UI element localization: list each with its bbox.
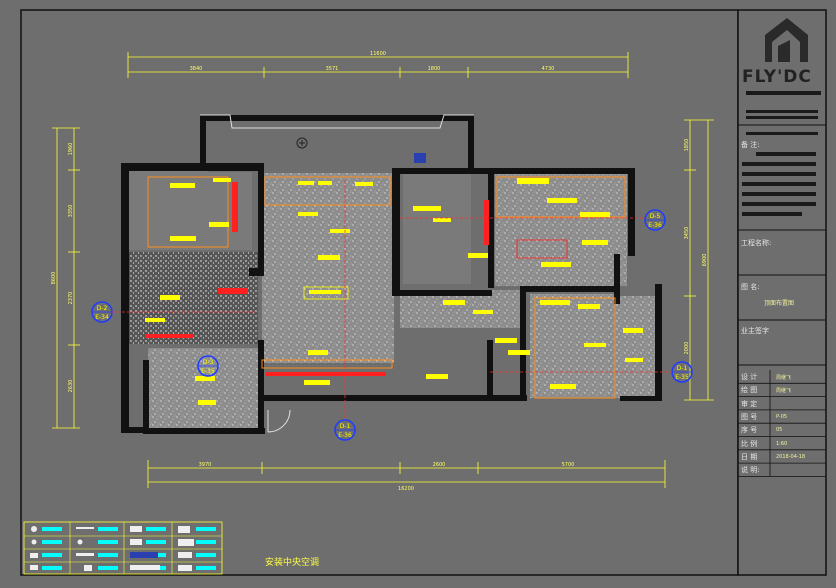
top-segment-dimension: 3571 (326, 66, 339, 72)
section-marker-sheet: E-34 (95, 314, 109, 321)
title-block-row-value: 周继飞 (776, 388, 792, 395)
section-marker-sheet: E-35 (201, 368, 215, 375)
living-room-ceiling (262, 173, 394, 363)
bottom-segment-dimension: 3970 (199, 462, 212, 468)
section-marker-sheet: E-35 (675, 374, 689, 381)
left-segment-dimension: 2630 (68, 380, 74, 393)
project-name-label: 工程名称: (741, 239, 772, 247)
title-block-row-label: 设 计 (741, 373, 758, 381)
left-segment-dimension: 2370 (68, 292, 74, 305)
dining-area-ceiling (128, 252, 258, 344)
section-marker: D-5E-36 (644, 209, 666, 231)
section-marker-sheet: E-36 (648, 222, 662, 229)
notes-label: 备 注: (741, 141, 760, 149)
right-segment-dimension: 2000 (684, 342, 690, 355)
house-logo-icon (765, 18, 808, 62)
left-overall-dimension: 8600 (51, 272, 57, 285)
plan-caption: 安装中央空调 (265, 558, 320, 568)
section-marker-id: D-1 (340, 423, 351, 430)
section-marker: D-1E-36 (334, 419, 356, 441)
bedroom-ceiling (495, 174, 627, 286)
section-marker-id: D-3 (203, 359, 214, 366)
bottom-segment-dimension: 5700 (562, 462, 575, 468)
title-block-row-label: 图 号 (741, 412, 758, 421)
section-marker-id: D-1 (677, 365, 688, 372)
walls (121, 115, 662, 434)
title-block-row-label: 说 明: (741, 466, 760, 475)
title-block-row-value: 2018-04-18 (776, 453, 806, 460)
owner-signature-label: 业主签字 (741, 327, 769, 335)
title-block-row-label: 日 期 (741, 452, 758, 461)
top-segment-dimension: 1800 (428, 66, 441, 72)
title-block-row-label: 序 号 (741, 426, 758, 435)
top-segment-dimension: 4730 (542, 66, 555, 72)
right-segment-dimension: 1850 (684, 139, 690, 152)
drawing-name-label: 图 名: (741, 283, 760, 291)
title-block-row-value: P-05 (776, 413, 788, 420)
drawing-name-value: 顶面布置图 (764, 300, 795, 307)
section-marker: D-3E-35 (197, 355, 219, 377)
title-block-row-value: 05 (776, 427, 783, 434)
left-segment-dimension: 3350 (68, 205, 74, 218)
title-block-row-value: 1:60 (776, 440, 788, 447)
section-marker-id: D-2 (97, 305, 108, 312)
right-segment-dimension: 3450 (684, 227, 690, 240)
right-overall-dimension: 6900 (702, 254, 708, 267)
company-logo-text: FLY'DC (742, 67, 812, 87)
title-block-row-label: 比 例 (741, 439, 758, 448)
left-segment-dimension: 1960 (68, 143, 74, 156)
top-segment-dimension: 3840 (190, 66, 203, 72)
title-block-row-label: 审 定 (741, 399, 758, 408)
section-marker: D-1E-35 (671, 361, 693, 383)
title-block-row-value: 周继飞 (776, 375, 792, 381)
legend-table (23, 521, 223, 575)
section-marker-id: D-5 (650, 213, 661, 220)
section-marker-sheet: E-36 (338, 432, 352, 439)
title-block-row-label: 绘 图 (741, 386, 758, 395)
title-block-frame (737, 9, 827, 576)
bottom-segment-dimension: 2600 (433, 462, 446, 468)
section-marker: D-2E-34 (91, 301, 113, 323)
bottom-overall-dimension: 16200 (398, 486, 414, 492)
top-overall-dimension: 11600 (370, 51, 386, 57)
